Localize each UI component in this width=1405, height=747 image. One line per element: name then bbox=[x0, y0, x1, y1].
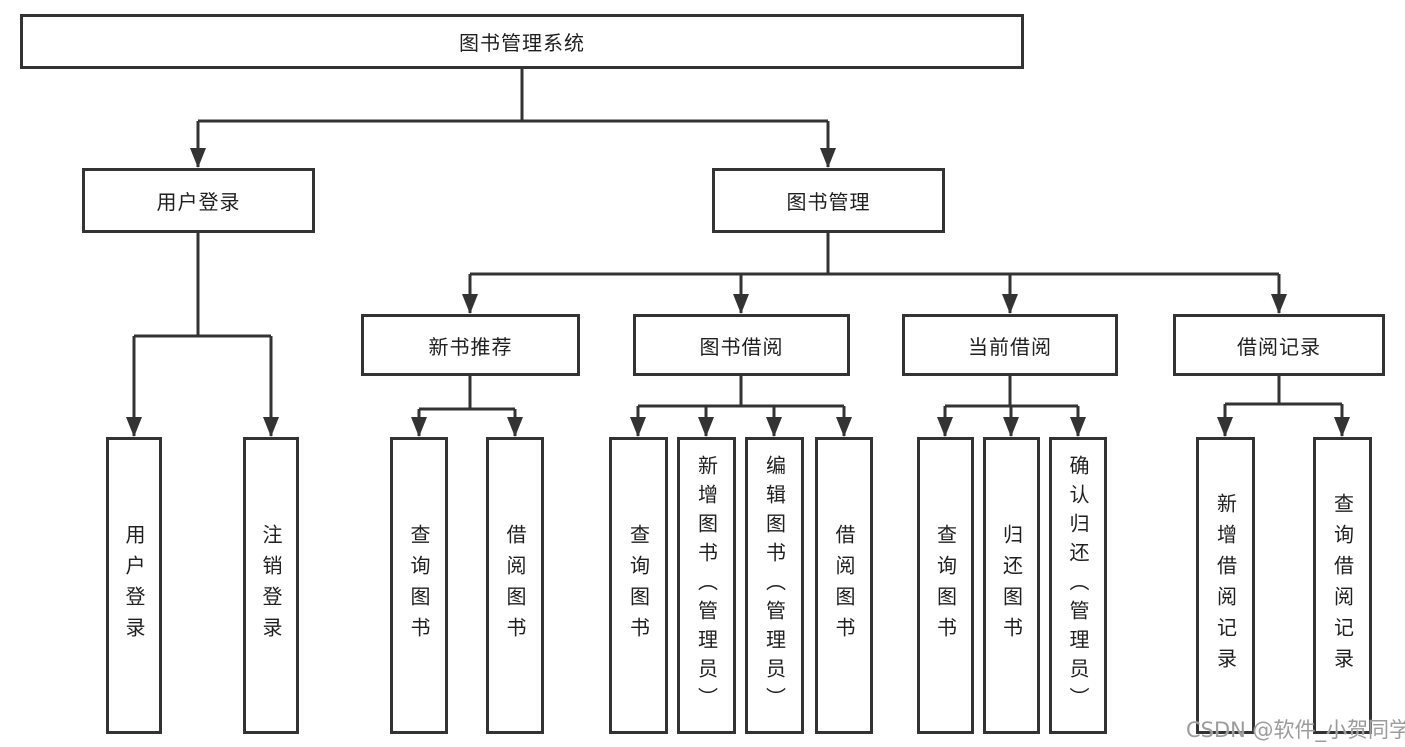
leaf-label: 查询图书 bbox=[933, 523, 958, 648]
leaf-query-borrow-record: 查询借阅记录 bbox=[1313, 437, 1372, 734]
leaf-label: 查询图书 bbox=[626, 523, 651, 648]
node-user-login-branch: 用户登录 bbox=[82, 168, 315, 233]
leaf-label: 编辑图书（管理员） bbox=[762, 455, 787, 716]
leaf-label: 借阅图书 bbox=[503, 523, 527, 648]
leaf-label: 新增图书（管理员） bbox=[694, 455, 719, 716]
leaf-query-books-2: 查询图书 bbox=[609, 437, 668, 734]
leaf-query-books-3: 查询图书 bbox=[917, 437, 974, 734]
leaf-label: 注销登录 bbox=[259, 523, 283, 648]
csdn-watermark: CSDN @软件_小贺同学 bbox=[1186, 718, 1405, 742]
node-system-root: 图书管理系统 bbox=[20, 14, 1024, 69]
node-book-management-branch: 图书管理 bbox=[712, 168, 945, 233]
leaf-user-login: 用户登录 bbox=[106, 437, 162, 734]
leaf-label: 查询图书 bbox=[407, 523, 431, 648]
leaf-query-books-1: 查询图书 bbox=[390, 437, 448, 734]
leaf-confirm-return-admin: 确认归还（管理员） bbox=[1049, 437, 1107, 734]
leaf-add-borrow-record: 新增借阅记录 bbox=[1196, 437, 1255, 734]
node-current-borrow: 当前借阅 bbox=[902, 314, 1118, 376]
leaf-label: 借阅图书 bbox=[832, 523, 856, 648]
leaf-label: 确认归还（管理员） bbox=[1066, 455, 1090, 716]
node-book-borrow: 图书借阅 bbox=[633, 314, 850, 376]
leaf-borrow-books-2: 借阅图书 bbox=[815, 437, 873, 734]
leaf-return-books: 归还图书 bbox=[983, 437, 1040, 734]
leaf-label: 用户登录 bbox=[122, 523, 146, 648]
leaf-label: 新增借阅记录 bbox=[1213, 492, 1238, 679]
node-borrow-records: 借阅记录 bbox=[1173, 314, 1385, 376]
leaf-label: 归还图书 bbox=[999, 523, 1024, 648]
leaf-logout: 注销登录 bbox=[243, 437, 299, 734]
node-new-book-recommend: 新书推荐 bbox=[361, 314, 580, 376]
leaf-edit-books-admin: 编辑图书（管理员） bbox=[745, 437, 804, 734]
leaf-label: 查询借阅记录 bbox=[1330, 492, 1355, 679]
leaf-borrow-books-1: 借阅图书 bbox=[486, 437, 544, 734]
leaf-add-books-admin: 新增图书（管理员） bbox=[677, 437, 736, 734]
